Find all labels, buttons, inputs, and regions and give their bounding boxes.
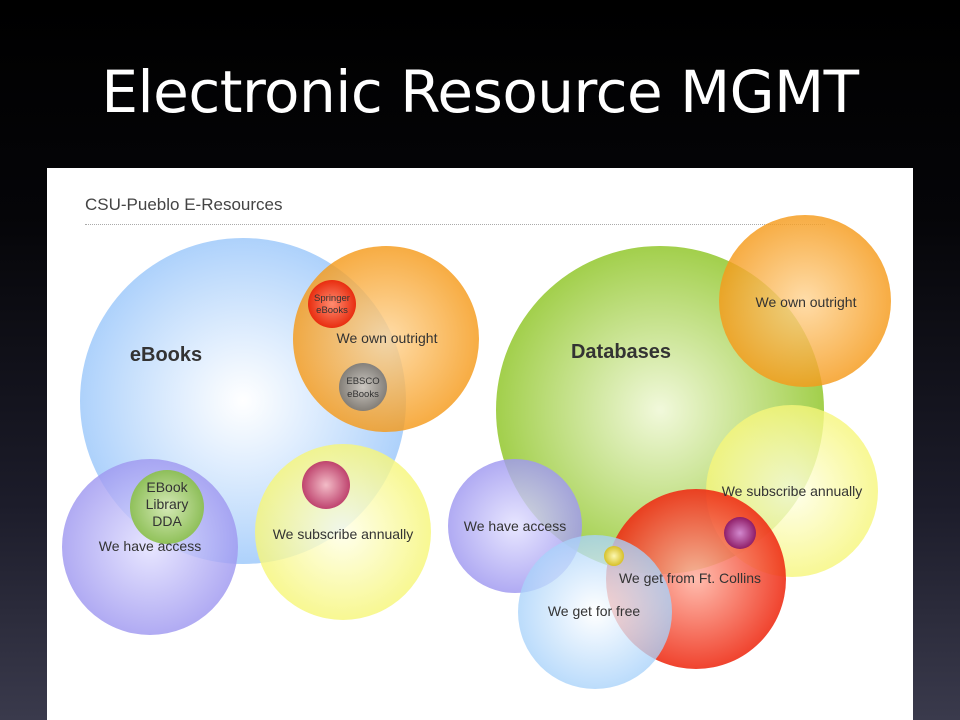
- springer-label-2: eBooks: [316, 305, 348, 316]
- collins-dot: [724, 517, 756, 549]
- dda-label-1: EBook: [146, 479, 188, 495]
- free-label: We get for free: [548, 603, 641, 619]
- ft-collins-label: We get from Ft. Collins: [619, 570, 761, 586]
- dda-label-2: Library: [146, 496, 189, 512]
- ebooks-subscribe-circle: [255, 444, 431, 620]
- databases-label: Databases: [571, 341, 671, 363]
- databases-own-label: We own outright: [756, 294, 857, 310]
- diagram-panel: CSU-Pueblo E-Resources: [47, 168, 913, 720]
- ebook-dda-circle: [130, 470, 204, 544]
- ebooks-access-label: We have access: [99, 538, 201, 554]
- databases-access-label: We have access: [464, 518, 566, 534]
- springer-label-1: Springer: [314, 293, 350, 304]
- ebsco-label-2: eBooks: [347, 389, 379, 400]
- dda-label-3: DDA: [152, 513, 182, 529]
- slide-title: Electronic Resource MGMT: [101, 58, 859, 126]
- ebooks-subscribe-label: We subscribe annually: [273, 526, 414, 542]
- databases-own-circle: [719, 215, 891, 387]
- springer-ebooks-circle: [308, 280, 356, 328]
- ebooks-own-label: We own outright: [337, 330, 438, 346]
- panel-title: CSU-Pueblo E-Resources: [85, 195, 283, 214]
- panel-divider: [85, 224, 825, 225]
- free-circle: [518, 535, 672, 689]
- free-dot: [604, 546, 624, 566]
- ebsco-label-1: EBSCO: [346, 376, 379, 387]
- bubble-diagram: eBooks We own outright Springer eBooks E…: [62, 215, 891, 689]
- databases-subscribe-label: We subscribe annually: [722, 483, 863, 499]
- ebooks-subscribe-dot: [302, 461, 350, 509]
- ebsco-ebooks-circle: [339, 363, 387, 411]
- ebooks-label: eBooks: [130, 344, 202, 366]
